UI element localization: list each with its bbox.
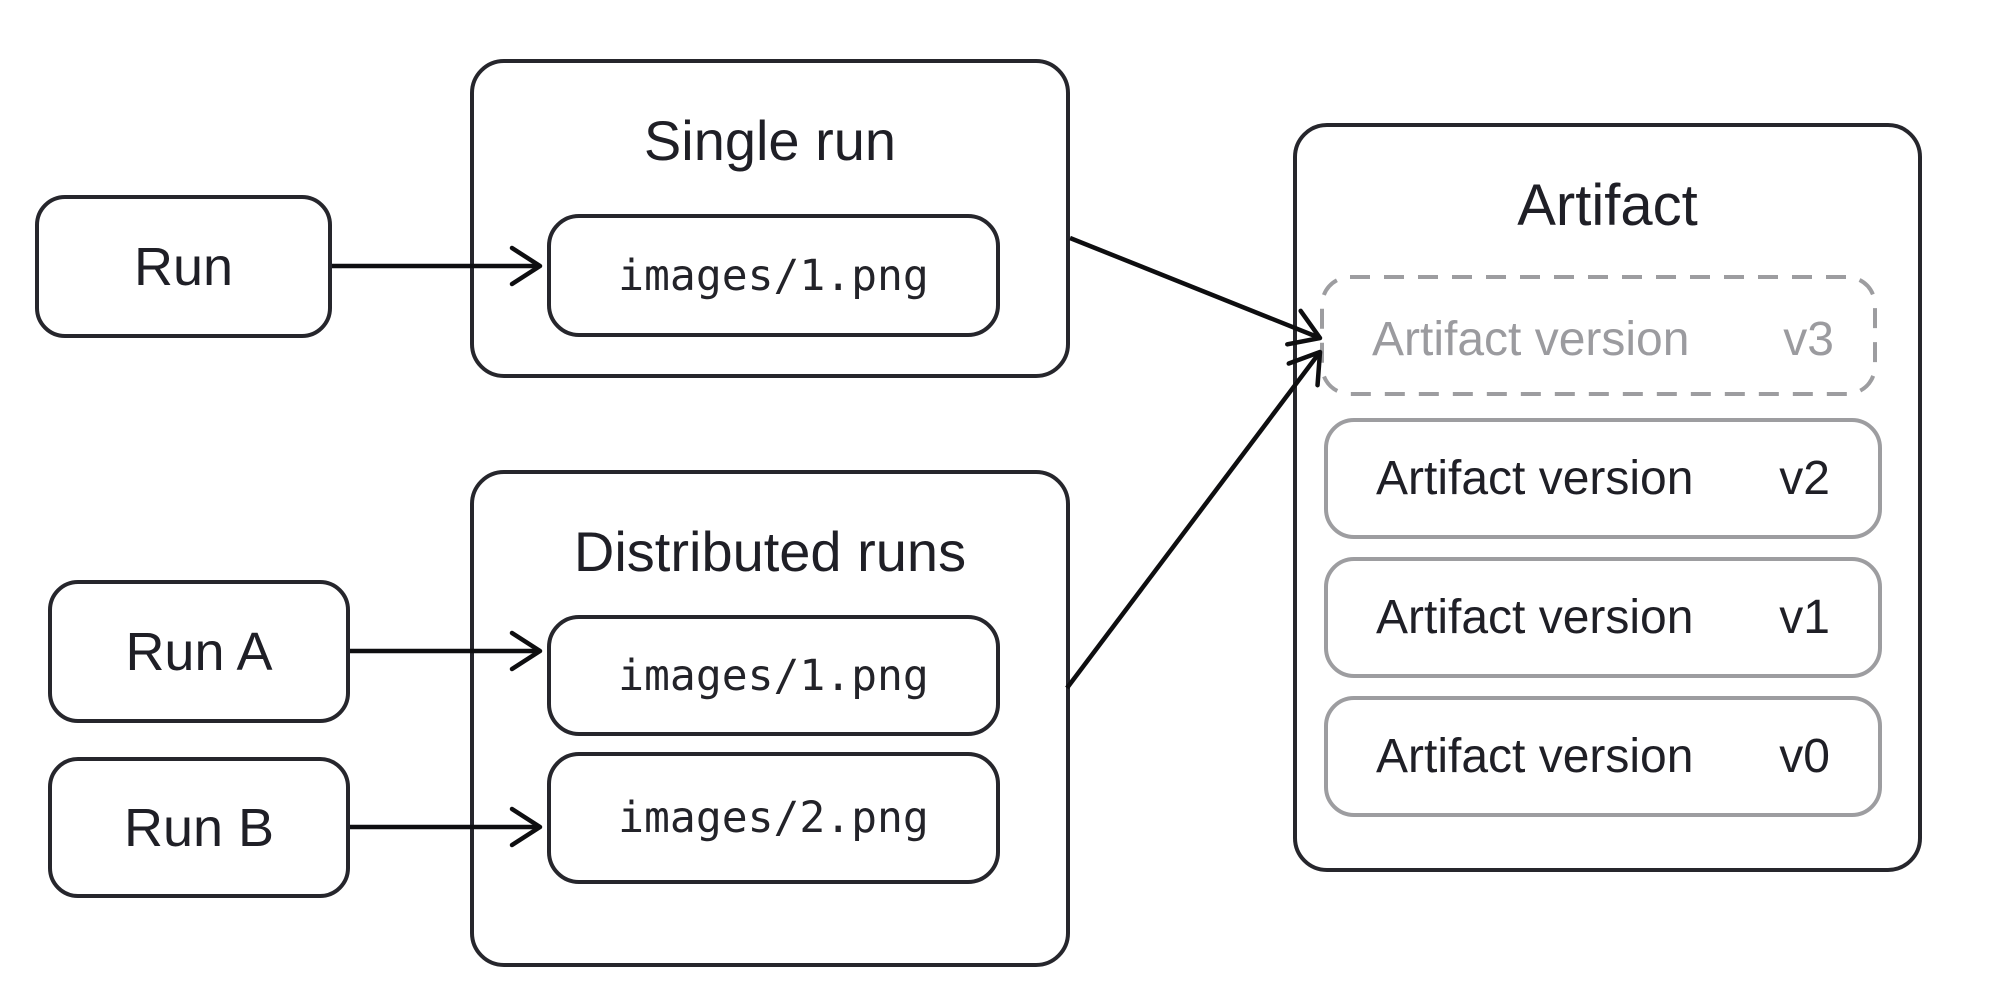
arrow-single-run-to-artifact-version (1069, 235, 1323, 347)
distributed-runs-file-box-2: images/2.png (547, 752, 1000, 884)
distributed-runs-group: Distributed runs images/1.png images/2.p… (470, 470, 1070, 967)
artifact-version-badge: v1 (1779, 591, 1830, 644)
artifact-version-badge: v3 (1783, 313, 1834, 366)
single-run-file-name: images/1.png (618, 250, 929, 301)
artifact-version-label: Artifact version (1376, 452, 1694, 505)
run-b-node-label: Run B (123, 797, 275, 858)
artifact-version-label: Artifact version (1376, 730, 1694, 783)
distributed-runs-file-name-1: images/1.png (618, 650, 929, 701)
run-node: Run (35, 195, 332, 338)
artifact-version-label: Artifact version (1372, 313, 1690, 366)
run-a-node-label: Run A (125, 621, 273, 682)
artifact-version-row-v3: Artifact version v3 (1324, 279, 1882, 400)
single-run-group: Single run images/1.png (470, 59, 1070, 378)
artifact-version-badge: v0 (1779, 730, 1830, 783)
run-a-node: Run A (48, 580, 350, 723)
run-node-label: Run (133, 236, 234, 297)
artifact-group-title: Artifact (1517, 173, 1698, 238)
distributed-runs-file-name-2: images/2.png (618, 793, 929, 843)
single-run-group-title: Single run (643, 109, 897, 172)
artifact-version-row-v0: Artifact version v0 (1324, 696, 1882, 817)
run-b-node: Run B (48, 757, 350, 898)
artifact-version-badge: v2 (1779, 452, 1830, 505)
artifact-version-row-v1: Artifact version v1 (1324, 557, 1882, 678)
artifact-version-row-v2: Artifact version v2 (1324, 418, 1882, 539)
artifact-version-label: Artifact version (1376, 591, 1694, 644)
artifact-group: Artifact Artifact version v3 Artifact ve… (1293, 123, 1922, 872)
arrow-distributed-runs-to-artifact-version (1065, 349, 1323, 690)
distributed-runs-group-title: Distributed runs (573, 520, 967, 583)
single-run-file-box: images/1.png (547, 214, 1000, 337)
distributed-runs-file-box-1: images/1.png (547, 615, 1000, 736)
